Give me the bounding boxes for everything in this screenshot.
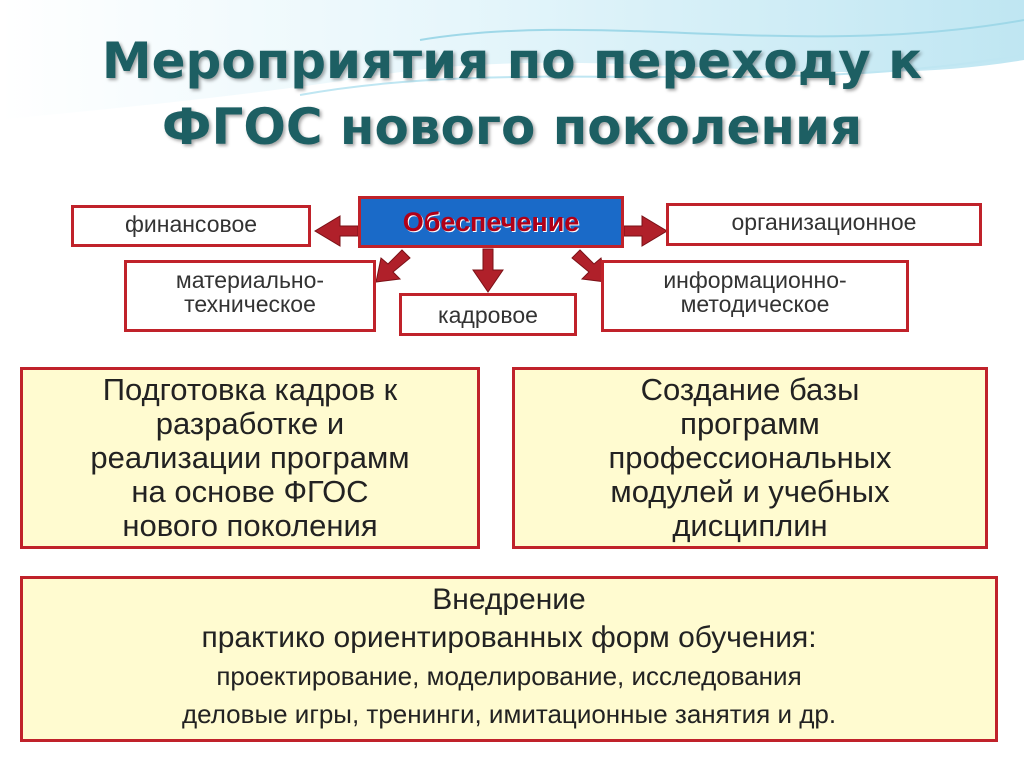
arrow-down-icon (472, 248, 504, 293)
implementation-line-1: Внедрение (432, 583, 586, 616)
organizational-box: организационное (666, 203, 982, 246)
financial-label: финансовое (124, 211, 258, 237)
wave-background (0, 0, 1024, 120)
material-label-2: техническое (184, 291, 316, 317)
database-line-4: модулей и учебных (610, 474, 890, 509)
implementation-line-4: деловые игры, тренинги, имитационные зан… (181, 699, 837, 729)
personnel-box: кадровое (399, 293, 577, 336)
personnel-label: кадровое (438, 302, 538, 328)
implementation-block: Внедрение практико ориентированных форм … (20, 576, 998, 742)
database-line-2: программ (680, 406, 820, 441)
info-box: информационно- методическое (601, 260, 909, 332)
implementation-line-2: практико ориентированных форм обучения: (201, 621, 817, 654)
organizational-label: организационное (731, 209, 917, 235)
material-box: материально- техническое (124, 260, 376, 332)
arrow-left-icon (314, 215, 359, 247)
training-line-4: на основе ФГОС (131, 474, 369, 509)
database-line-5: дисциплин (672, 508, 828, 543)
training-line-1: Подготовка кадров к (102, 372, 398, 407)
implementation-line-3: проектирование, моделирование, исследова… (216, 661, 802, 691)
training-line-5: нового поколения (122, 508, 378, 543)
center-support-box: Обеспечение (358, 196, 624, 248)
training-line-2: разработке и (155, 406, 345, 441)
material-label-1: материально- (175, 267, 325, 293)
title-line-2: ФГОС нового поколения (161, 98, 863, 156)
financial-box: финансовое (71, 205, 311, 247)
database-block: Создание базы программ профессиональных … (512, 367, 988, 549)
info-label-2: методическое (680, 291, 830, 317)
database-line-1: Создание базы (640, 372, 860, 407)
slide-title: Мероприятия по переходу к ФГОС нового по… (0, 28, 1024, 160)
database-line-3: профессиональных (608, 440, 892, 475)
arrow-right-icon (623, 215, 668, 247)
info-label-1: информационно- (663, 267, 847, 293)
title-line-1: Мероприятия по переходу к (101, 32, 923, 90)
arrow-down-left-icon (375, 249, 411, 283)
training-block: Подготовка кадров к разработке и реализа… (20, 367, 480, 549)
training-line-3: реализации программ (90, 440, 410, 475)
